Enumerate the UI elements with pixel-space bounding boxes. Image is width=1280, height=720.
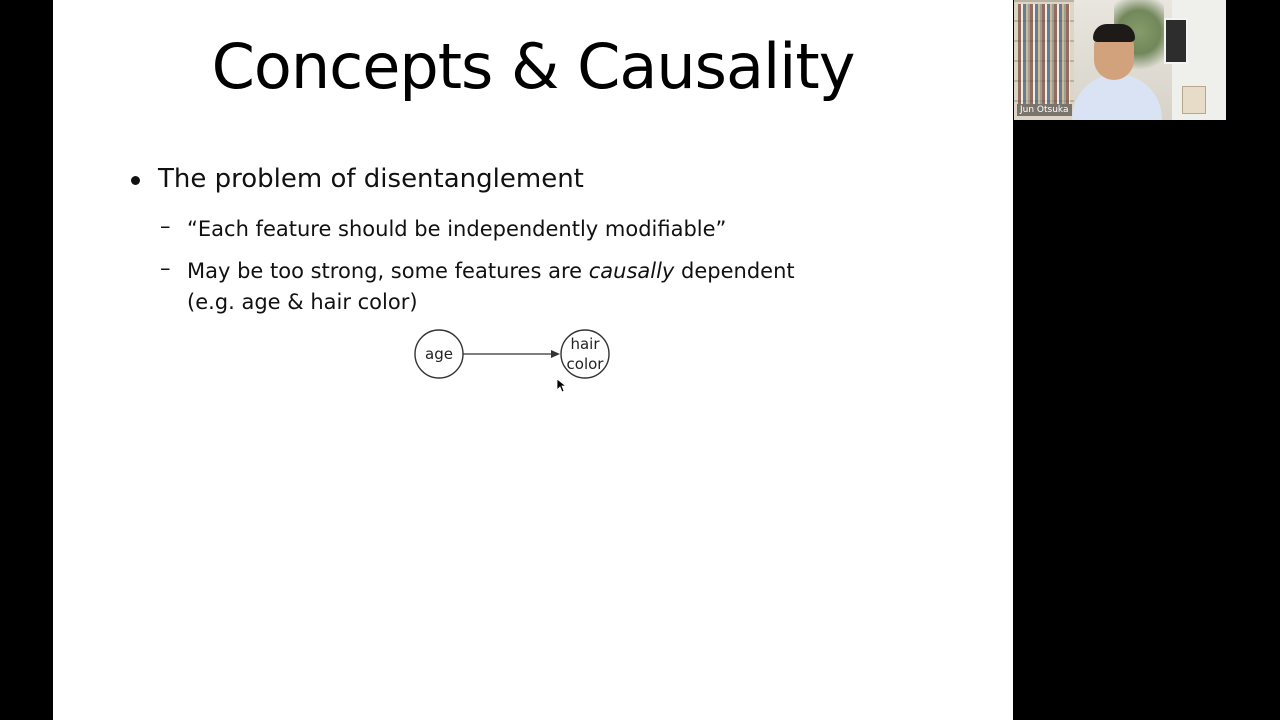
node-age-label: age (425, 345, 453, 363)
sub-bullet-2-part-2: dependent (674, 259, 795, 283)
bullet-main-text: The problem of disentanglement (158, 164, 584, 194)
sub-bullet-2-part-1: May be too strong, some features are (187, 259, 589, 283)
sub-bullet-2-emphasis: causally (588, 259, 675, 283)
sub-bullet-dash: – (160, 256, 171, 280)
participant-body (1072, 74, 1162, 120)
sub-bullet-1-text: “Each feature should be independently mo… (187, 217, 727, 241)
mouse-pointer-icon (557, 379, 567, 393)
causal-diagram: age hair color (414, 329, 610, 379)
picture-frame (1182, 86, 1206, 114)
node-hair-color-label-line-1: hair (570, 335, 600, 353)
arrow-right-icon (551, 350, 560, 358)
participant-hair (1093, 24, 1135, 42)
poster (1164, 18, 1188, 64)
sub-bullet-2-line-2: (e.g. age & hair color) (187, 290, 418, 314)
bullet-dot-icon (131, 176, 140, 185)
node-hair-color (560, 329, 610, 379)
slide-title: Concepts & Causality (211, 30, 856, 103)
participant-name-label: Jun Otsuka (1017, 104, 1072, 116)
bookshelf (1014, 0, 1074, 120)
sub-bullet-dash: – (160, 214, 171, 238)
node-hair-color-label-line-2: color (567, 355, 605, 373)
participant-video-tile[interactable]: Jun Otsuka (1014, 0, 1226, 120)
presentation-slide: Concepts & Causality The problem of dise… (53, 0, 1013, 720)
sub-bullet-2-text: May be too strong, some features are cau… (187, 256, 795, 318)
